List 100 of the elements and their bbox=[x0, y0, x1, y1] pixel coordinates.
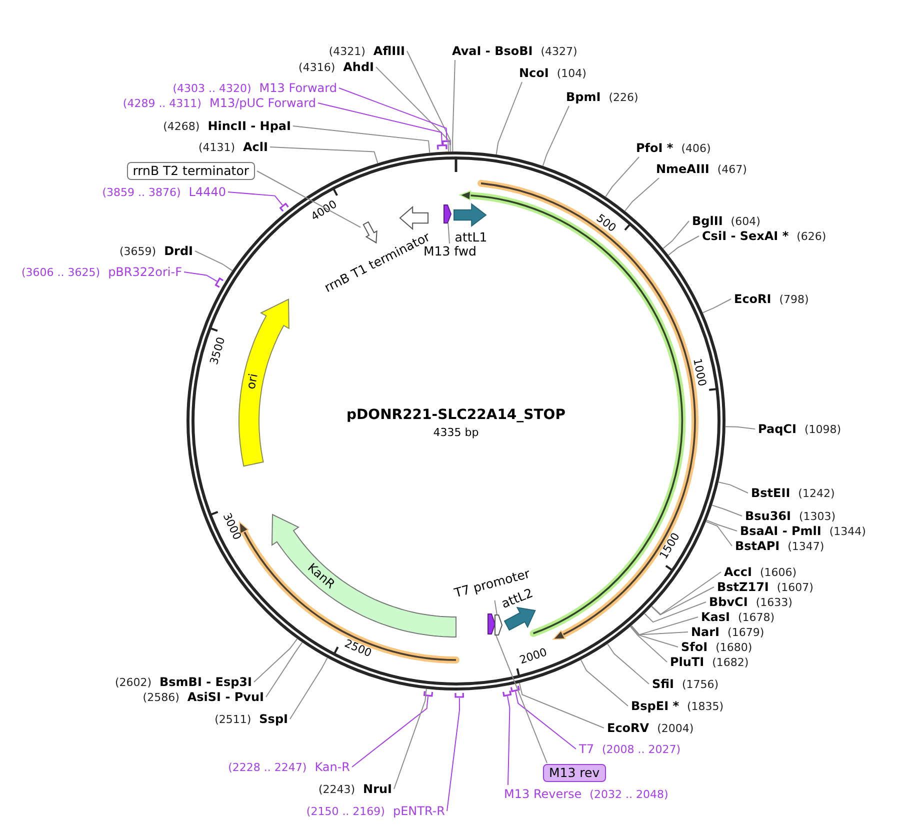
enzyme-name: BstEII bbox=[751, 486, 790, 500]
site-position: (1303) bbox=[799, 510, 836, 523]
enzyme-name: SfoI bbox=[681, 640, 708, 654]
enzyme-name: BsaAI - PmlI bbox=[740, 524, 822, 538]
primer-name: M13 Reverse bbox=[504, 787, 582, 801]
enzyme-name: AvaI - BsoBI bbox=[452, 44, 533, 58]
enzyme-name: BglII bbox=[692, 214, 723, 228]
site-position: (1682) bbox=[712, 656, 749, 669]
leader-line bbox=[702, 298, 732, 314]
scale-label: 2000 bbox=[518, 646, 549, 667]
site-position: (1680) bbox=[716, 641, 752, 654]
leader-line bbox=[446, 698, 460, 812]
scale-label: 1000 bbox=[690, 357, 709, 388]
enzyme-name: PluTI bbox=[670, 655, 704, 669]
leader-line bbox=[448, 222, 450, 244]
leader-line bbox=[338, 88, 448, 141]
enzyme-name: SspI bbox=[259, 712, 288, 726]
enzyme-name: AccI bbox=[724, 565, 752, 579]
leader-line bbox=[352, 696, 428, 768]
enzyme-name: NarI bbox=[691, 625, 720, 639]
site-position: (626) bbox=[796, 230, 826, 243]
primer-range: (2150 .. 2169) bbox=[306, 805, 385, 818]
leader-line bbox=[630, 625, 678, 648]
primer-range: (2008 .. 2027) bbox=[602, 743, 681, 756]
site-position: (2243) bbox=[318, 783, 356, 796]
leader-line bbox=[270, 146, 378, 164]
enzyme-name: EcoRV bbox=[607, 721, 650, 735]
enzyme-name: NcoI bbox=[519, 66, 549, 80]
site-position: (104) bbox=[556, 67, 586, 80]
site-position: (3659) bbox=[119, 245, 156, 258]
leader-line bbox=[507, 696, 510, 786]
leader-line bbox=[254, 638, 298, 682]
enzyme-name: AclI bbox=[243, 140, 268, 154]
site-position: (1347) bbox=[788, 540, 824, 553]
site-position: (1756) bbox=[682, 678, 719, 691]
primer-range: (4289 .. 4311) bbox=[122, 97, 202, 110]
leader-line bbox=[256, 170, 361, 228]
leader-line bbox=[290, 657, 328, 720]
leader-line bbox=[496, 82, 522, 155]
site-position: (2586) bbox=[142, 691, 180, 704]
site-position: (2602) bbox=[114, 676, 152, 689]
site-position: (1633) bbox=[756, 596, 792, 609]
primer-label-box: M13 rev bbox=[543, 764, 606, 782]
leader-line bbox=[624, 178, 660, 212]
leader-line bbox=[452, 60, 456, 152]
primer-range: (4303 .. 4320) bbox=[172, 82, 252, 95]
feature-label: ori bbox=[244, 372, 260, 390]
leader-line bbox=[376, 66, 449, 152]
leader-line bbox=[644, 602, 706, 623]
leader-line bbox=[406, 50, 451, 152]
leader-line bbox=[662, 220, 690, 249]
leader-line bbox=[318, 102, 442, 145]
site-position: (467) bbox=[717, 163, 747, 176]
enzyme-name: PfoI * bbox=[636, 141, 674, 155]
leader-line bbox=[706, 521, 732, 546]
leader-line bbox=[518, 682, 604, 728]
leader-line bbox=[542, 106, 570, 166]
site-position: (406) bbox=[681, 142, 711, 155]
enzyme-name: AsiSI - PvuI bbox=[187, 690, 264, 704]
site-position: (1344) bbox=[829, 525, 866, 538]
site-position: (798) bbox=[779, 293, 809, 306]
site-position: (2511) bbox=[214, 713, 252, 726]
enzyme-name: SfiI bbox=[652, 677, 674, 691]
leader-line bbox=[630, 626, 668, 662]
leader-line bbox=[668, 236, 700, 256]
leader-line bbox=[580, 659, 628, 706]
primer-name: T7 bbox=[579, 742, 594, 756]
leader-line bbox=[651, 586, 714, 616]
leader-line bbox=[712, 504, 742, 516]
primer-name: pBR322ori-F bbox=[108, 265, 182, 279]
leader-line bbox=[515, 691, 576, 750]
primer-name: M13 Forward bbox=[259, 81, 337, 95]
leader-line bbox=[706, 520, 738, 532]
leader-line bbox=[630, 625, 688, 636]
enzyme-name: BstAPI bbox=[735, 539, 780, 553]
site-position: (4131) bbox=[198, 141, 236, 154]
primer-range: (2228 .. 2247) bbox=[228, 761, 307, 774]
leader-line bbox=[266, 642, 303, 698]
enzyme-name: NmeAIII bbox=[656, 162, 710, 176]
enzyme-name: PaqCI bbox=[758, 422, 796, 436]
leader-line bbox=[718, 482, 748, 494]
leader-line bbox=[394, 688, 427, 790]
primer-name: M13/pUC Forward bbox=[209, 96, 316, 110]
feature-label-box: rrnB T2 terminator bbox=[126, 162, 255, 180]
site-position: (1606) bbox=[760, 566, 797, 579]
enzyme-name: KasI bbox=[701, 610, 730, 624]
leader-line bbox=[292, 126, 430, 154]
leader-line bbox=[184, 272, 218, 282]
primer-name: Kan-R bbox=[314, 760, 350, 774]
plasmid-title: pDONR221-SLC22A14_STOP bbox=[346, 407, 566, 423]
primer-name: L4440 bbox=[188, 185, 226, 199]
site-position: (604) bbox=[730, 215, 760, 228]
site-position: (2004) bbox=[657, 722, 694, 735]
site-position: (4268) bbox=[163, 120, 200, 133]
enzyme-name: HincII - HpaI bbox=[208, 119, 291, 133]
enzyme-name: Bsu36I bbox=[745, 509, 791, 523]
site-position: (1607) bbox=[776, 581, 814, 594]
enzyme-name: DrdI bbox=[164, 244, 193, 258]
enzyme-name: AflIII bbox=[373, 44, 405, 58]
site-position: (4316) bbox=[298, 61, 336, 74]
